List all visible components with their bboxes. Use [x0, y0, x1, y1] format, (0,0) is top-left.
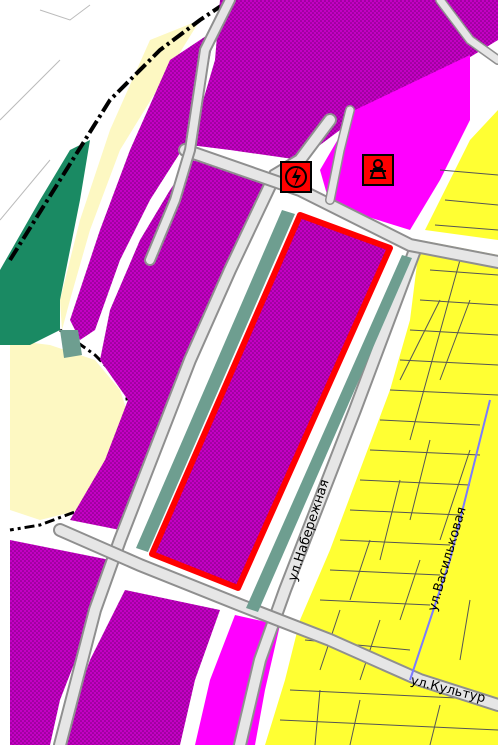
power-station-icon	[280, 161, 312, 193]
low-density-zone-northeast	[425, 110, 498, 240]
zone-boundary	[8, 0, 232, 262]
sketch-lines	[0, 4, 91, 221]
selected-parcel-outline[interactable]	[149, 212, 393, 591]
public-facility-zone	[320, 55, 470, 230]
selected-parcel-fill	[152, 215, 390, 588]
median-strip-west	[136, 210, 295, 552]
kindergarten-icon	[362, 154, 394, 186]
residential-block-southwest	[10, 540, 110, 745]
green-zone	[0, 140, 90, 345]
median-strip-small	[60, 330, 82, 358]
median-strip-east	[246, 255, 412, 612]
residential-block-south	[60, 590, 220, 745]
residential-block-top	[190, 0, 498, 160]
residential-block-west-upper	[70, 30, 215, 340]
residential-block-west	[70, 160, 275, 530]
kindergarten-marker[interactable]	[362, 154, 394, 186]
vasilkovaya-street-line	[409, 399, 491, 681]
low-density-zone	[265, 240, 498, 745]
power-station-marker[interactable]	[280, 161, 312, 193]
parcel-lines	[279, 169, 498, 745]
